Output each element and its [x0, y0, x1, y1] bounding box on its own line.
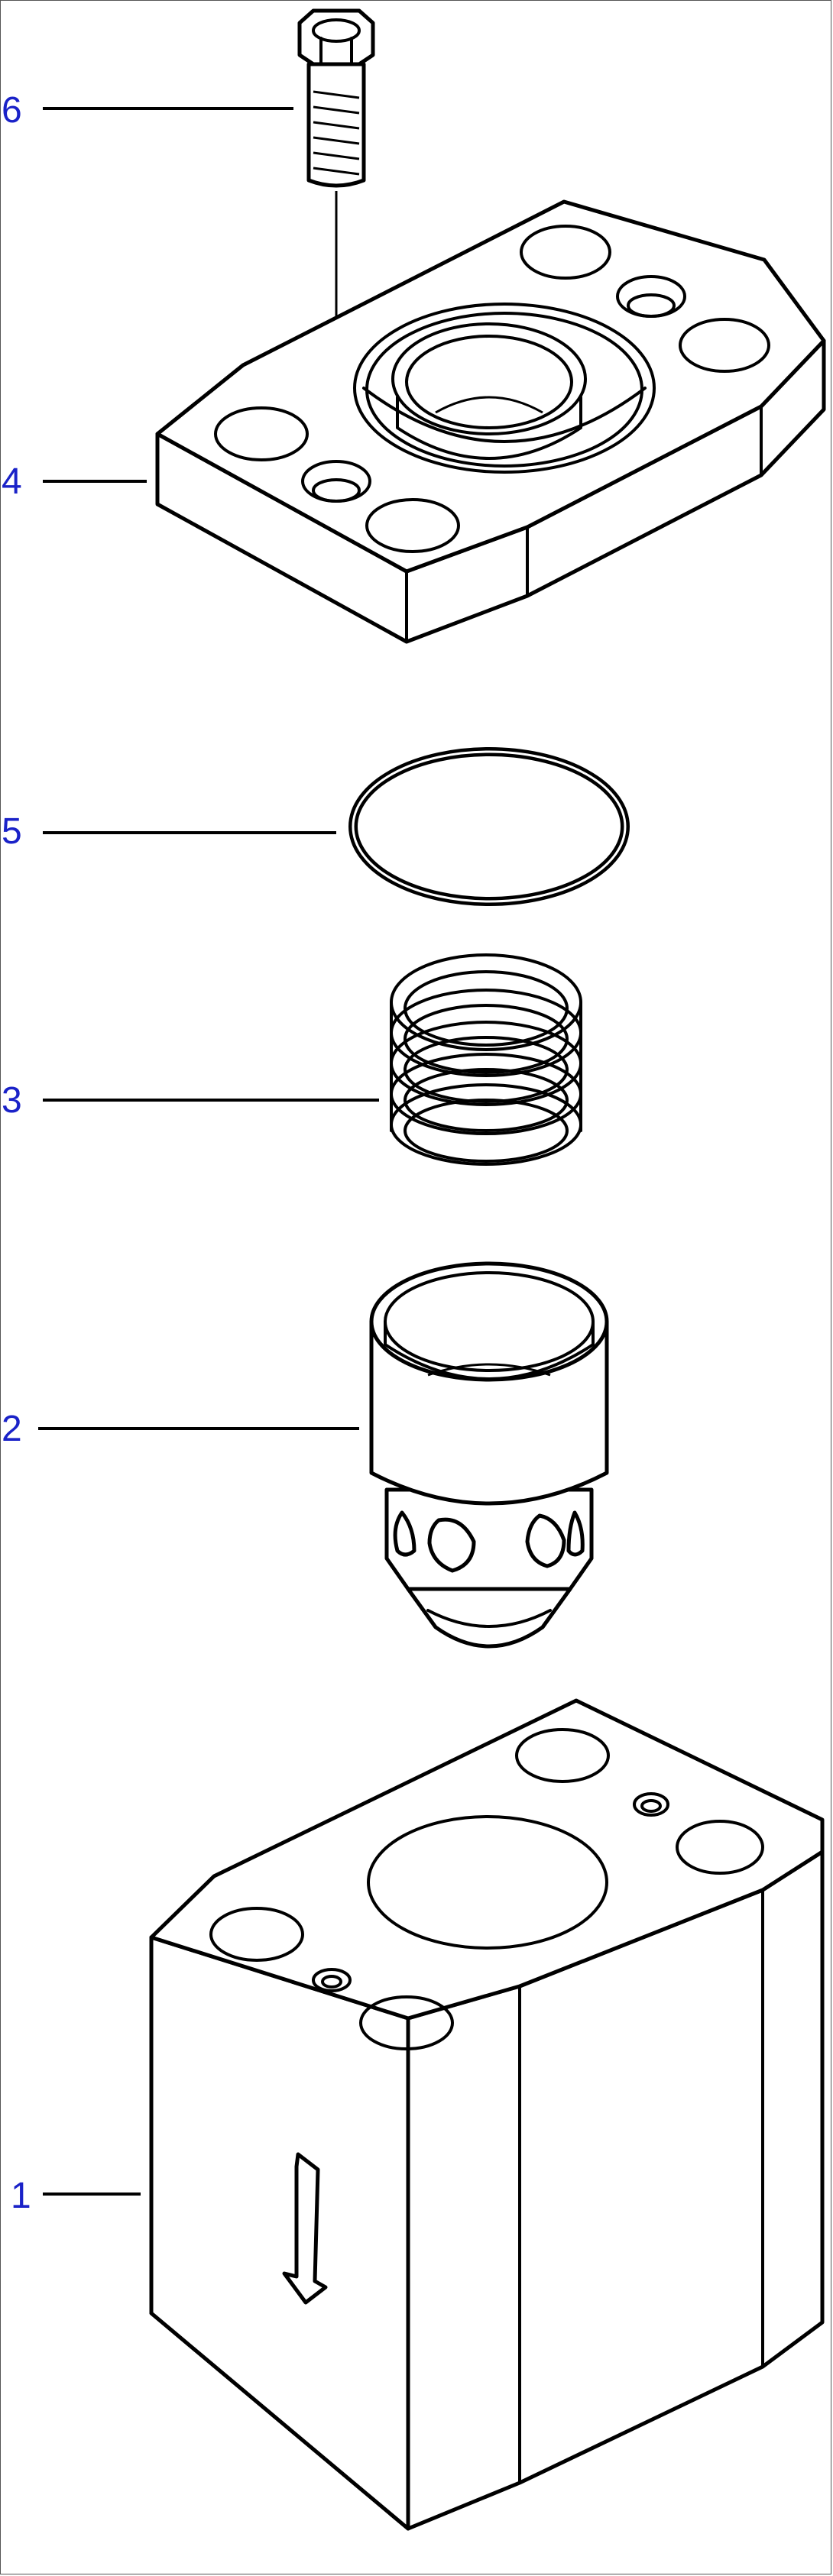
callout-5-label: 5 — [2, 811, 22, 852]
callout-3-label: 3 — [2, 1080, 22, 1121]
callout-3: 3 — [2, 1080, 379, 1121]
callout-6: 6 — [2, 90, 293, 131]
callout-4: 4 — [2, 461, 147, 502]
callout-6-label: 6 — [2, 90, 22, 131]
part-2-valve[interactable] — [369, 1261, 609, 1649]
part-3-spring[interactable] — [390, 953, 582, 1166]
callout-1-label: 1 — [11, 2176, 31, 2216]
callout-2-label: 2 — [2, 1409, 22, 1449]
callout-4-label: 4 — [2, 461, 22, 502]
callout-2: 2 — [2, 1409, 359, 1449]
part-5-o-ring[interactable] — [348, 747, 630, 906]
part-4-cover-plate[interactable] — [155, 199, 826, 644]
callout-1: 1 — [11, 2176, 141, 2216]
callout-5: 5 — [2, 811, 336, 852]
part-1-valve-body[interactable] — [149, 1698, 825, 2531]
